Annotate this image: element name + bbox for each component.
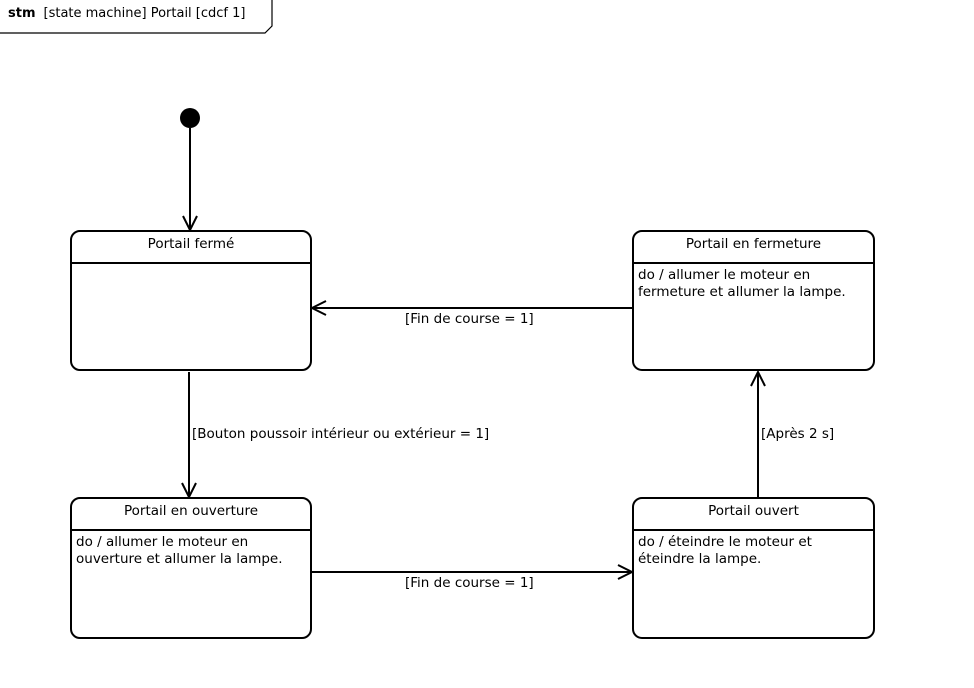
- guard-fermeture-to-ferme: [Fin de course = 1]: [405, 311, 534, 327]
- transition-ouvert-to-fermeture-arrowhead: [750, 369, 766, 387]
- state-activity: do / allumer le moteur en fermeture et a…: [638, 267, 846, 300]
- initial-pseudostate: [180, 108, 200, 128]
- state-portail-ferme[interactable]: Portail fermé: [70, 230, 312, 371]
- state-activity: do / éteindre le moteur et éteindre la l…: [638, 534, 812, 567]
- state-name: Portail en fermeture: [634, 232, 873, 264]
- guard-ouvert-to-fermeture: [Après 2 s]: [761, 426, 835, 442]
- state-activity: do / allumer le moteur en ouverture et a…: [76, 534, 283, 567]
- state-name: Portail ouvert: [634, 499, 873, 531]
- transition-fermeture-to-ferme-arrowhead: [309, 300, 327, 316]
- frame-title: [state machine] Portail [cdcf 1]: [43, 6, 246, 21]
- guard-ouverture-to-ouvert: [Fin de course = 1]: [405, 575, 534, 591]
- state-portail-en-fermeture[interactable]: Portail en fermeture do / allumer le mot…: [632, 230, 875, 371]
- state-portail-en-ouverture[interactable]: Portail en ouverture do / allumer le mot…: [70, 497, 312, 639]
- frame-header: stm [state machine] Portail [cdcf 1]: [8, 6, 245, 21]
- frame-keyword: stm: [8, 6, 36, 21]
- state-name: Portail fermé: [72, 232, 310, 264]
- guard-ferme-to-ouverture: [Bouton poussoir intérieur ou extérieur …: [192, 426, 490, 442]
- frame-tab: [0, 0, 273, 34]
- state-portail-ouvert[interactable]: Portail ouvert do / éteindre le moteur e…: [632, 497, 875, 639]
- state-name: Portail en ouverture: [72, 499, 310, 531]
